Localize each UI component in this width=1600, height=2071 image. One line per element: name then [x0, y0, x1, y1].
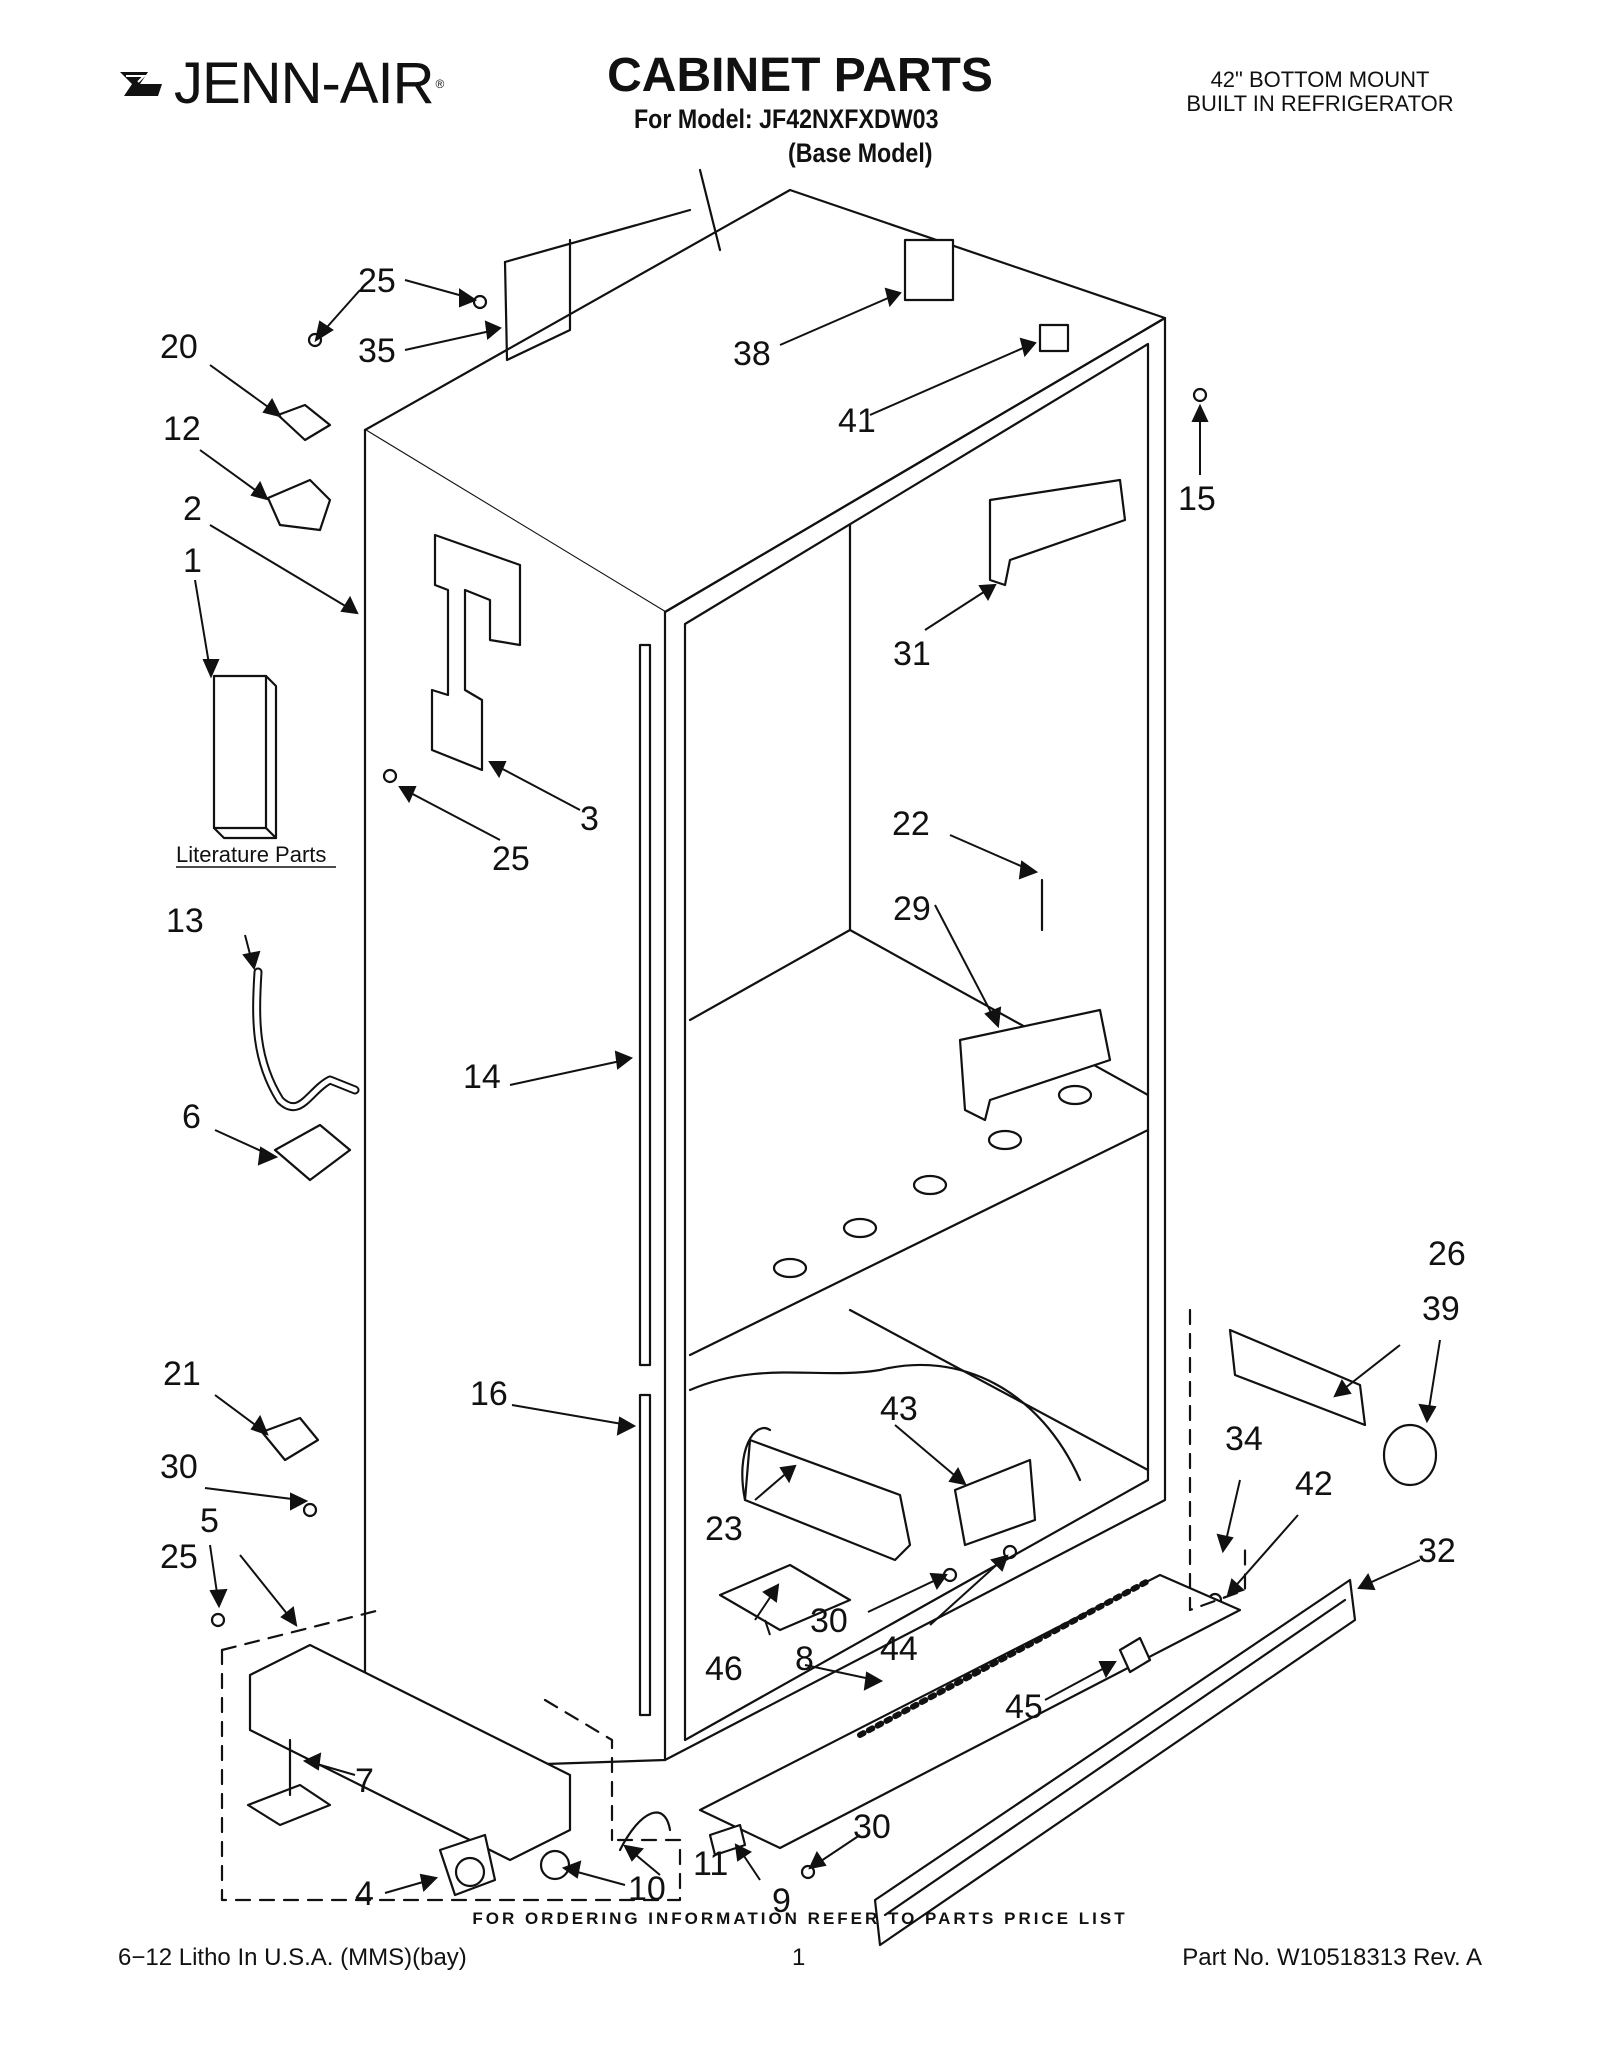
base-model-label: (Base Model): [788, 138, 933, 168]
callout-25: 25: [492, 840, 530, 878]
part-number: Part No. W10518313 Rev. A: [1182, 1944, 1482, 1971]
callout-45: 45: [1005, 1688, 1043, 1726]
callout-5: 5: [200, 1502, 219, 1540]
callout-6: 6: [182, 1098, 201, 1136]
callout-25: 25: [358, 262, 396, 300]
callout-22: 22: [892, 805, 930, 843]
callout-3: 3: [580, 800, 599, 838]
callout-7: 7: [355, 1762, 374, 1800]
callout-26: 26: [1428, 1235, 1466, 1273]
callout-43: 43: [880, 1390, 918, 1428]
brand-logo: JENN-AIR ®: [118, 55, 444, 113]
callout-14: 14: [463, 1058, 501, 1096]
callout-42: 42: [1295, 1465, 1333, 1503]
description-line-2: BUILT IN REFRIGERATOR: [1186, 91, 1454, 116]
callout-30: 30: [160, 1448, 198, 1486]
callout-10: 10: [628, 1870, 666, 1908]
litho-info: 6−12 Litho In U.S.A. (MMS)(bay): [118, 1944, 467, 1971]
callout-41: 41: [838, 402, 876, 440]
callout-35: 35: [358, 332, 396, 370]
product-description: 42" BOTTOM MOUNT BUILT IN REFRIGERATOR: [1150, 68, 1490, 116]
callout-38: 38: [733, 335, 771, 373]
jenn-air-swoosh-icon: [120, 72, 162, 96]
description-line-1: 42" BOTTOM MOUNT: [1210, 67, 1430, 92]
callout-2: 2: [183, 490, 202, 528]
callout-11: 11: [693, 1845, 728, 1883]
callout-4: 4: [355, 1875, 374, 1913]
callout-12: 12: [163, 410, 201, 448]
page-number: 1: [792, 1944, 806, 1971]
callout-34: 34: [1225, 1420, 1263, 1458]
callout-21: 21: [163, 1355, 201, 1393]
callout-15: 15: [1178, 480, 1216, 518]
callout-29: 29: [893, 890, 931, 928]
page-title: CABINET PARTS: [607, 49, 993, 102]
model-number: For Model: JF42NXFXDW03: [634, 104, 939, 134]
brand-name: JENN-AIR: [174, 51, 434, 116]
callout-25: 25: [160, 1538, 198, 1576]
callout-46: 46: [705, 1650, 743, 1688]
callout-31: 31: [893, 635, 931, 673]
callout-23: 23: [705, 1510, 743, 1548]
callout-20: 20: [160, 328, 198, 366]
callout-1: 1: [183, 542, 202, 580]
literature-parts-label: Literature Parts: [176, 842, 326, 867]
callout-39: 39: [1422, 1290, 1460, 1328]
callout-30: 30: [810, 1602, 848, 1640]
ordering-note: FOR ORDERING INFORMATION REFER TO PARTS …: [472, 1909, 1128, 1928]
callout-8: 8: [795, 1640, 814, 1678]
registered-mark-icon: ®: [435, 77, 445, 91]
callout-9: 9: [772, 1882, 791, 1920]
callout-30: 30: [853, 1808, 891, 1846]
callout-16: 16: [470, 1375, 508, 1413]
callout-44: 44: [880, 1630, 918, 1668]
callout-32: 32: [1418, 1532, 1456, 1570]
callout-13: 13: [166, 902, 204, 940]
